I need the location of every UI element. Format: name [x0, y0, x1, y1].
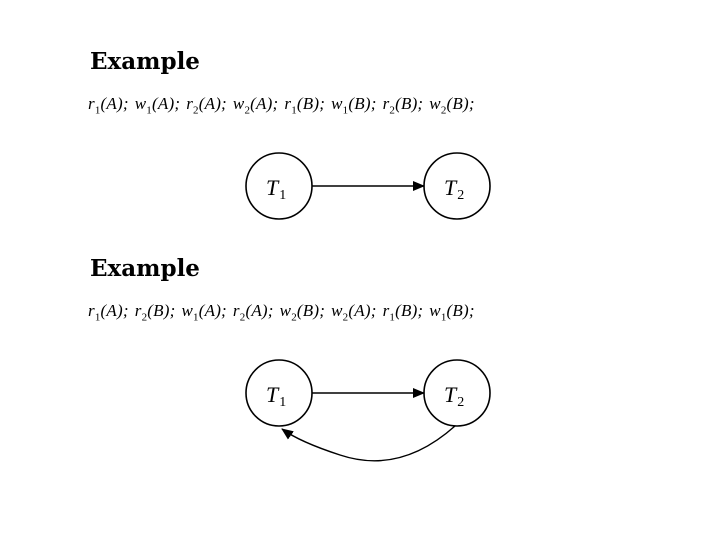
example-2-heading: Example: [90, 255, 200, 282]
schedule-op: w1(A);: [181, 301, 227, 324]
op-item: B: [302, 301, 314, 320]
op-item: B: [302, 94, 314, 113]
svg-text:T2: T2: [444, 382, 464, 410]
op-type: w: [232, 94, 245, 113]
op-transaction: 2: [440, 104, 447, 117]
op-type: w: [181, 301, 194, 320]
node-t2: T2: [423, 152, 491, 220]
op-type: w: [331, 301, 343, 320]
example-1-schedule: r1(A);w1(A);r2(A);w2(A);r1(B);w1(B);r2(B…: [88, 94, 481, 116]
op-item: B: [400, 94, 412, 113]
op-item: B: [153, 301, 164, 320]
node-t2-sub: 2: [457, 395, 464, 410]
op-transaction: 1: [94, 311, 101, 324]
op-item: B: [400, 301, 412, 320]
op-type: r: [186, 94, 194, 113]
schedule-op: r1(A);: [88, 301, 129, 324]
node-t2: T2: [423, 359, 491, 427]
schedule-op: r1(B);: [284, 94, 326, 117]
op-item: A: [251, 301, 262, 320]
op-transaction: 1: [440, 311, 447, 324]
op-type: w: [279, 301, 292, 320]
schedule-op: w1(B);: [429, 301, 475, 324]
svg-text:T1: T1: [266, 382, 286, 410]
example-2-precedence-graph: T1 T2: [245, 359, 491, 462]
op-item: A: [256, 94, 267, 113]
op-transaction: 2: [193, 104, 199, 117]
op-item: A: [106, 94, 117, 113]
op-item: B: [452, 301, 464, 320]
op-item: A: [106, 301, 117, 320]
op-type: r: [382, 94, 390, 113]
op-type: r: [88, 94, 95, 113]
node-t2-sub: 2: [457, 188, 464, 203]
example-1-heading: Example: [90, 48, 200, 75]
op-type: r: [284, 94, 292, 113]
op-transaction: 2: [244, 104, 251, 117]
schedule-op: r2(B);: [382, 94, 424, 117]
op-item: A: [204, 94, 216, 113]
schedule-op: w2(B);: [429, 94, 475, 117]
schedule-op: r2(B);: [134, 301, 176, 324]
example-2-schedule: r1(A);r2(B);w1(A);r2(A);w2(B);w2(A);r1(B…: [88, 301, 481, 323]
op-item: A: [354, 301, 365, 320]
node-t1-sub: 1: [279, 188, 286, 203]
schedule-op: r2(A);: [186, 94, 227, 117]
schedule-op: r2(A);: [232, 301, 274, 324]
op-transaction: 2: [342, 311, 349, 324]
schedule-op: r1(B);: [382, 301, 424, 324]
node-t1-sub: 1: [279, 395, 286, 410]
op-transaction: 1: [193, 311, 199, 324]
op-type: w: [429, 94, 441, 113]
node-t1-letter: T: [266, 382, 280, 407]
op-type: w: [429, 301, 441, 320]
op-transaction: 1: [342, 104, 349, 117]
svg-text:T1: T1: [266, 175, 286, 203]
op-type: w: [331, 94, 343, 113]
svg-text:T2: T2: [444, 175, 464, 203]
op-transaction: 1: [291, 104, 297, 117]
op-transaction: 2: [389, 104, 396, 117]
op-item: A: [204, 301, 216, 320]
node-t1: T1: [245, 359, 313, 427]
op-type: r: [88, 301, 95, 320]
op-item: A: [157, 94, 169, 113]
schedule-op: w2(A);: [331, 301, 377, 324]
op-transaction: 1: [94, 104, 101, 117]
schedule-op: w2(B);: [279, 301, 326, 324]
op-type: r: [134, 301, 142, 320]
edge-t2-to-t1: [281, 425, 456, 462]
example-1-precedence-graph: T1 T2: [245, 152, 491, 220]
node-t1: T1: [245, 152, 313, 220]
op-item: B: [452, 94, 464, 113]
op-transaction: 1: [146, 104, 152, 117]
op-item: B: [354, 94, 365, 113]
schedule-op: r1(A);: [88, 94, 129, 117]
schedule-op: w1(B);: [331, 94, 377, 117]
op-type: r: [382, 301, 390, 320]
op-type: r: [232, 301, 240, 320]
schedule-op: w1(A);: [134, 94, 181, 117]
node-t1-letter: T: [266, 175, 280, 200]
op-transaction: 2: [291, 311, 297, 324]
node-t2-letter: T: [444, 382, 458, 407]
op-transaction: 1: [389, 311, 396, 324]
op-type: w: [134, 94, 147, 113]
schedule-op: w2(A);: [232, 94, 279, 117]
node-t2-letter: T: [444, 175, 458, 200]
op-transaction: 2: [141, 311, 148, 324]
op-transaction: 2: [239, 311, 246, 324]
